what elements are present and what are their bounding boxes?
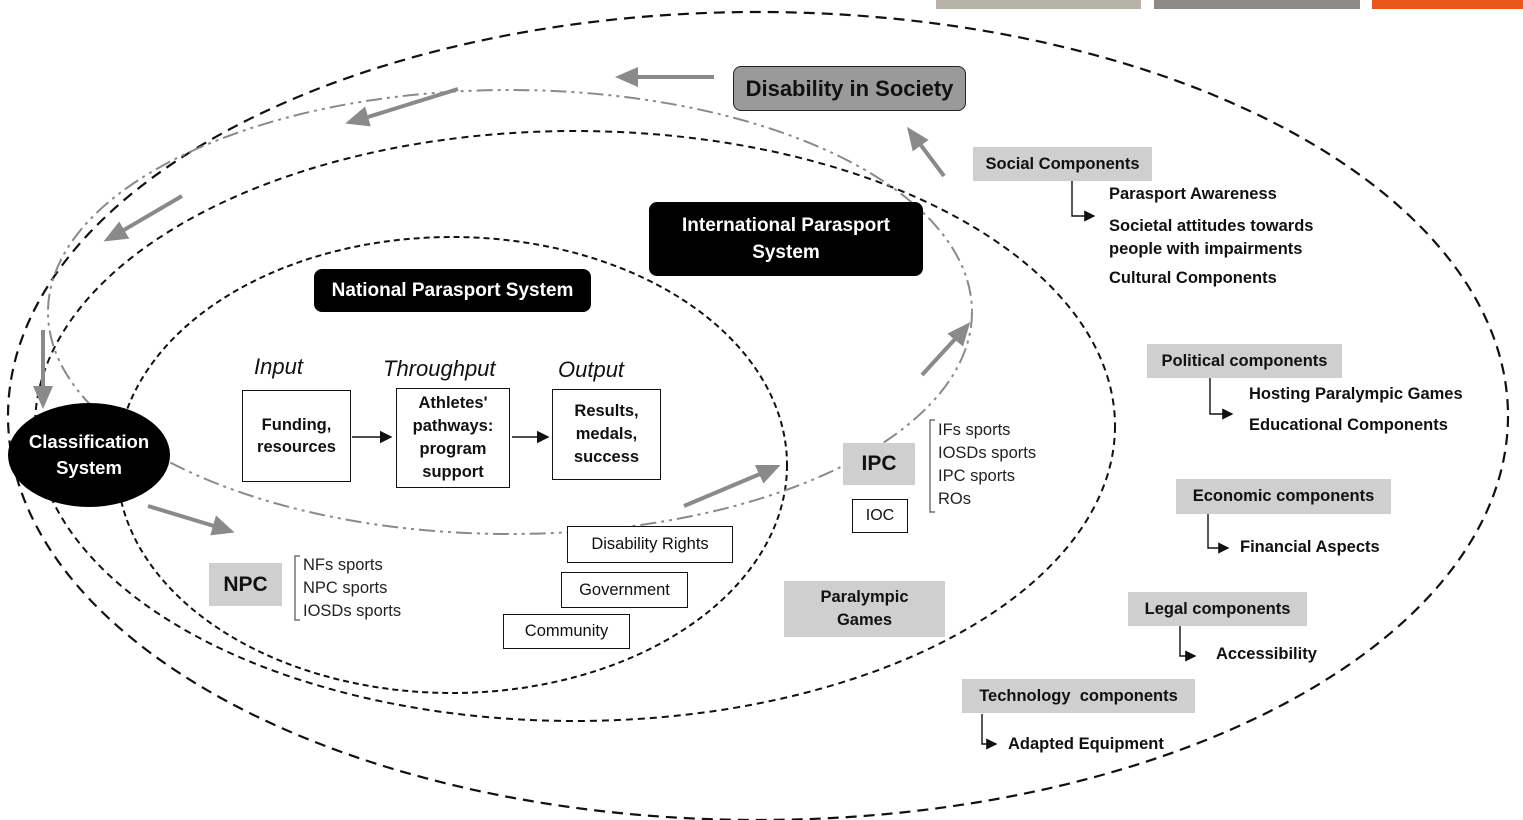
component-item: Adapted Equipment bbox=[1008, 735, 1164, 753]
circulation-arrows bbox=[32, 66, 971, 536]
component-item: Educational Components bbox=[1249, 416, 1448, 434]
npc-item: NPC sports bbox=[303, 579, 388, 597]
component-label: Economic components bbox=[1192, 487, 1375, 505]
npc-item: NFs sports bbox=[303, 556, 383, 574]
output-box-label: Results, medals, success bbox=[573, 402, 640, 466]
component-item: Cultural Components bbox=[1109, 269, 1277, 287]
title-label: Disability in Society bbox=[745, 75, 954, 101]
technology-components-box: Technology components bbox=[962, 679, 1195, 713]
ipc-item: ROs bbox=[938, 490, 971, 508]
ipc-item: IFs sports bbox=[938, 421, 1011, 439]
component-label: Social Components bbox=[985, 154, 1140, 173]
international-ellipse bbox=[34, 130, 1116, 722]
international-system-box: International Parasport System bbox=[649, 202, 923, 276]
stakeholder-label: Community bbox=[524, 622, 609, 640]
stakeholder-label: Disability Rights bbox=[591, 535, 709, 553]
economic-components-box: Economic components bbox=[1176, 479, 1391, 514]
society-ellipse bbox=[7, 11, 1509, 820]
stakeholder-label: Government bbox=[579, 580, 670, 599]
component-label: Political components bbox=[1161, 351, 1328, 370]
ioc-label: IOC bbox=[865, 507, 895, 524]
npc-label: NPC bbox=[223, 572, 268, 596]
stakeholder-community: Community bbox=[503, 614, 630, 649]
ipc-item: IOSDs sports bbox=[938, 444, 1037, 462]
classification-node: Classification System bbox=[8, 403, 170, 507]
input-box-label: Funding, resources bbox=[257, 416, 336, 456]
component-label: Legal components bbox=[1144, 599, 1291, 618]
component-item: Financial Aspects bbox=[1240, 538, 1380, 556]
national-system-label: National Parasport System bbox=[331, 280, 574, 301]
output-box: Results, medals, success bbox=[552, 389, 661, 480]
title-box: Disability in Society bbox=[733, 66, 966, 111]
component-connectors bbox=[981, 181, 1234, 750]
npc-item: IOSDs sports bbox=[303, 602, 402, 620]
npc-box: NPC bbox=[209, 563, 282, 606]
input-box: Funding, resources bbox=[242, 390, 351, 482]
throughput-box-label: Athletes' pathways: program support bbox=[412, 394, 494, 481]
classification-label: Classification System bbox=[28, 431, 150, 478]
stakeholder-government: Government bbox=[561, 572, 688, 608]
political-components-box: Political components bbox=[1147, 344, 1342, 378]
national-system-box: National Parasport System bbox=[314, 269, 591, 312]
header-photo-1 bbox=[936, 0, 1141, 9]
international-system-label: International Parasport System bbox=[682, 215, 890, 263]
legal-components-box: Legal components bbox=[1128, 592, 1307, 626]
component-item: Accessibility bbox=[1216, 645, 1317, 663]
component-item: Societal attitudes towards people with i… bbox=[1109, 217, 1314, 258]
ipc-label: IPC bbox=[861, 452, 897, 475]
ioc-box: IOC bbox=[852, 499, 908, 533]
input-heading: Input bbox=[254, 354, 303, 379]
ipc-item: IPC sports bbox=[938, 467, 1016, 485]
throughput-box: Athletes' pathways: program support bbox=[396, 388, 510, 488]
stakeholder-disability-rights: Disability Rights bbox=[567, 526, 733, 563]
component-item: Parasport Awareness bbox=[1109, 185, 1277, 203]
header-accent-bar bbox=[1372, 0, 1523, 9]
ipc-box: IPC bbox=[843, 443, 915, 485]
component-label: Technology components bbox=[979, 686, 1178, 705]
paralympic-games-label: Paralympic Games bbox=[820, 588, 909, 629]
component-item: Hosting Paralympic Games bbox=[1249, 385, 1463, 403]
header-photo-2 bbox=[1154, 0, 1360, 9]
throughput-heading: Throughput bbox=[383, 356, 496, 381]
output-heading: Output bbox=[558, 357, 625, 382]
social-components-box: Social Components bbox=[973, 147, 1152, 181]
classification-loop bbox=[47, 89, 973, 535]
paralympic-games-box: Paralympic Games bbox=[784, 581, 945, 637]
